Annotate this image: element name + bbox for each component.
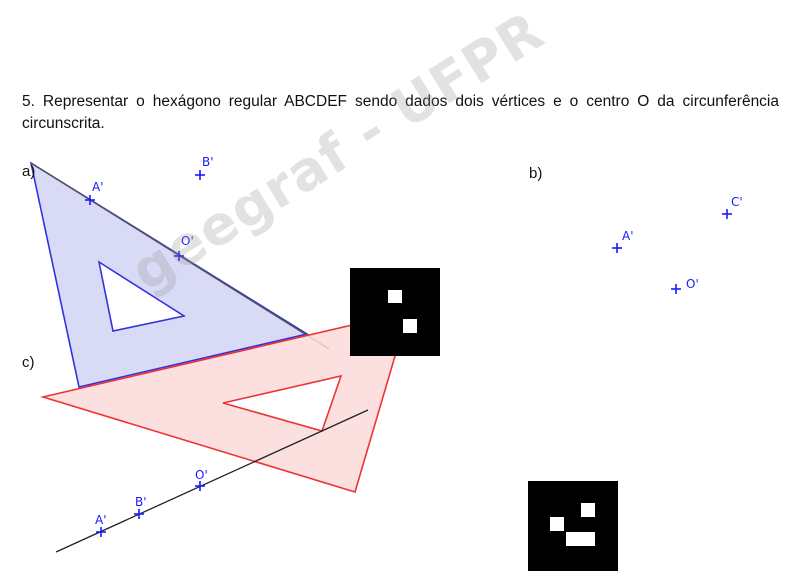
point-c-B-label: B' [135, 495, 147, 509]
marker-box-top [350, 268, 440, 356]
point-c-O-label: O' [195, 468, 208, 482]
point-a-A-label: A' [92, 180, 104, 194]
point-b-C-marker[interactable] [722, 209, 732, 219]
red-set-square[interactable] [39, 310, 410, 494]
point-b-O-label: O' [686, 277, 699, 291]
part-c-label: c) [22, 354, 35, 371]
point-b-O-marker[interactable] [671, 284, 681, 294]
part-b-label: b) [529, 165, 543, 182]
point-a-A-marker[interactable] [85, 195, 95, 205]
blue-set-square[interactable] [29, 161, 310, 388]
problem-statement: 5. Representar o hexágono regular ABCDEF… [22, 93, 779, 132]
point-c-B-marker[interactable] [134, 509, 144, 519]
point-a-O-marker[interactable] [174, 251, 184, 261]
point-c-A-marker[interactable] [96, 527, 106, 537]
point-a-B-label: B' [202, 155, 214, 169]
line-c-through-A-B-O [55, 409, 369, 553]
part-a-label: a) [22, 163, 36, 180]
point-c-A-label: A' [95, 513, 107, 527]
point-b-C-label: C' [731, 195, 743, 209]
marker-box-bottom [528, 481, 618, 571]
point-a-O-label: O' [181, 234, 194, 248]
point-b-A-label: A' [622, 229, 634, 243]
point-b-A-marker[interactable] [612, 243, 622, 253]
point-a-B-marker[interactable] [195, 170, 205, 180]
point-c-O-marker[interactable] [195, 481, 205, 491]
